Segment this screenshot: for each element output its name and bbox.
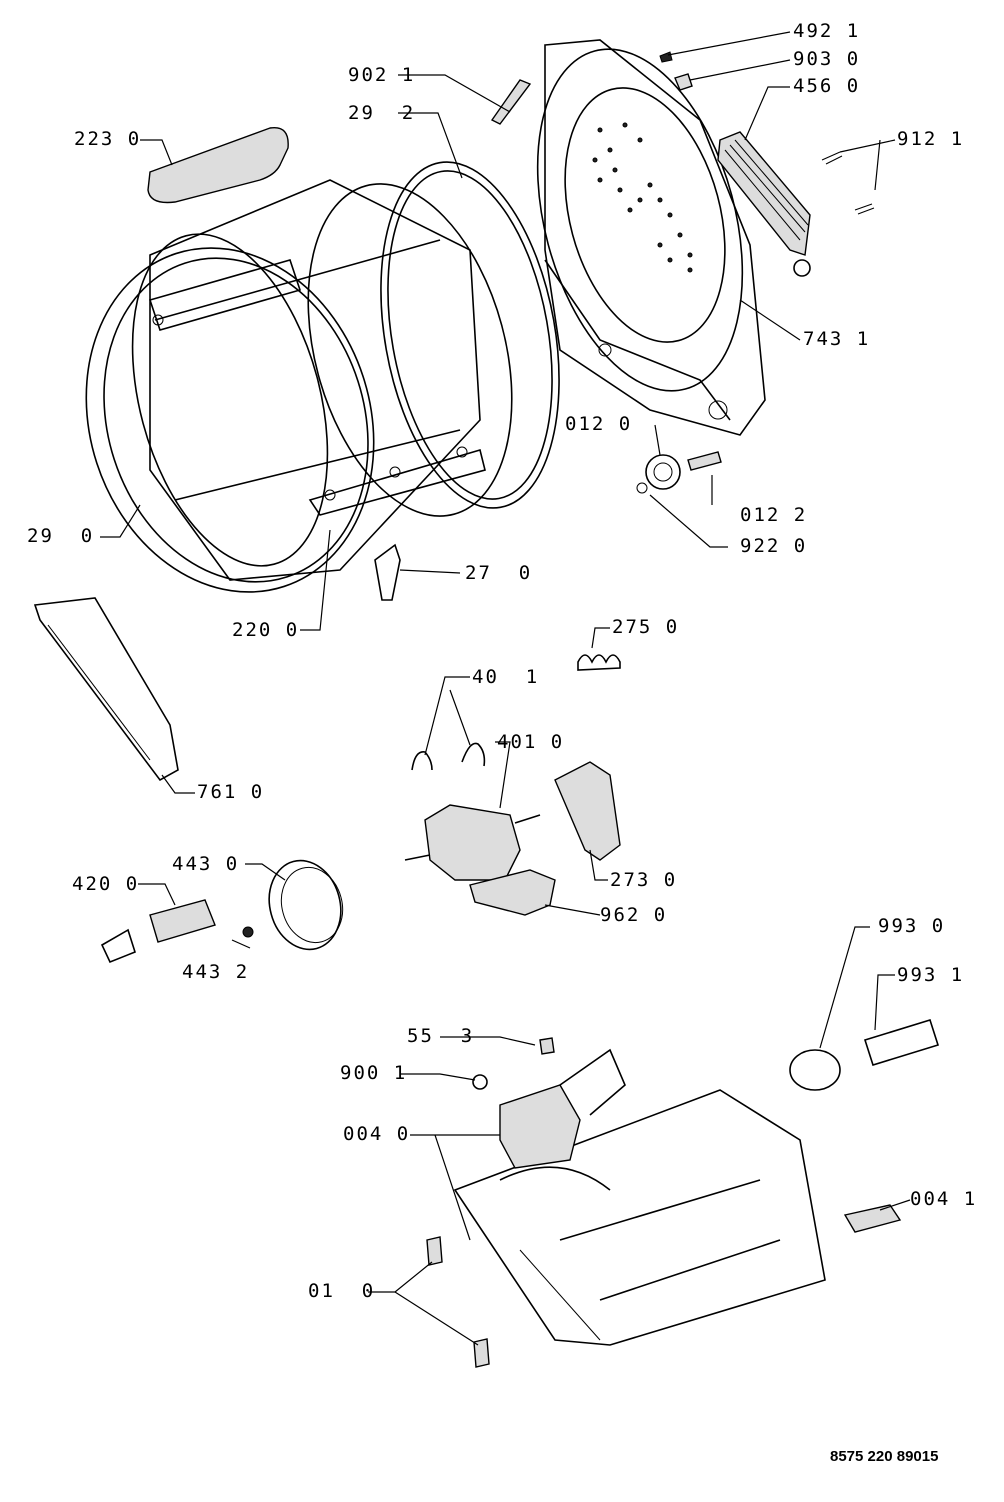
label-420-0: 420 0 <box>72 873 140 895</box>
drum-seal-ring-rear <box>380 161 560 509</box>
idler-sleeve <box>863 1019 940 1066</box>
label-912-1: 912 1 <box>897 128 965 150</box>
idler-pulley <box>789 1049 841 1091</box>
drum-shaft <box>687 451 722 471</box>
motor-clip-right <box>461 742 486 767</box>
label-443-2: 443 2 <box>182 961 250 983</box>
label-922-0: 922 0 <box>740 535 808 557</box>
screw-492-1 <box>659 51 673 63</box>
foot-lower <box>473 1338 490 1368</box>
label-743-1: 743 1 <box>803 328 871 350</box>
label-01-0: 01 0 <box>308 1280 376 1302</box>
access-cover <box>843 1204 902 1233</box>
label-443-0: 443 0 <box>172 853 240 875</box>
gasket-55-3 <box>539 1037 555 1055</box>
clip <box>636 482 648 494</box>
fan-shaft-assembly <box>100 899 216 964</box>
drum <box>131 179 513 581</box>
handle <box>147 126 289 204</box>
blower-duct <box>559 1048 626 1116</box>
idler-bracket <box>554 761 621 861</box>
label-275-0: 275 0 <box>612 616 680 638</box>
label-962-0: 962 0 <box>600 904 668 926</box>
label-012-0: 012 0 <box>565 413 633 435</box>
label-220-0: 220 0 <box>232 619 300 641</box>
label-55-3: 55 3 <box>407 1025 475 1047</box>
label-903-0: 903 0 <box>793 48 861 70</box>
label-29-0: 29 0 <box>27 525 95 547</box>
connector-903-0 <box>674 73 693 91</box>
label-004-0: 004 0 <box>343 1123 411 1145</box>
blower-housing <box>499 1084 581 1169</box>
label-993-0: 993 0 <box>878 915 946 937</box>
heating-element <box>717 131 811 277</box>
rear-panel <box>536 39 766 436</box>
base-assembly <box>453 1089 826 1346</box>
drum-seal-ring-front <box>85 247 375 593</box>
lint-filter <box>33 597 179 782</box>
label-27-0: 27 0 <box>465 562 533 584</box>
thermostat-902-1 <box>490 79 532 125</box>
label-40-1: 40 1 <box>472 666 540 688</box>
foot-upper <box>426 1236 443 1266</box>
screw-912-1b <box>854 203 875 215</box>
motor-clip-left <box>411 751 433 771</box>
label-456-0: 456 0 <box>793 75 861 97</box>
label-273-0: 273 0 <box>610 869 678 891</box>
fan-impeller <box>268 859 344 951</box>
hose-clip <box>472 1074 488 1090</box>
screw-912-1a <box>821 151 843 165</box>
label-004-1: 004 1 <box>910 1188 978 1210</box>
motor-support <box>469 869 556 916</box>
label-900-1: 900 1 <box>340 1062 408 1084</box>
label-012-2: 012 2 <box>740 504 808 526</box>
label-401-0: 401 0 <box>497 731 565 753</box>
label-761-0: 761 0 <box>197 781 265 803</box>
drum-bracket <box>374 543 401 601</box>
bearing <box>645 454 681 490</box>
fan-nut <box>242 926 254 938</box>
label-223-0: 223 0 <box>74 128 142 150</box>
leader-lines <box>100 31 911 1346</box>
label-902-1: 902 1 <box>348 64 416 86</box>
motor <box>404 804 541 881</box>
label-492-1: 492 1 <box>793 20 861 42</box>
tension-spring <box>577 654 621 671</box>
label-29-2: 29 2 <box>348 102 416 124</box>
document-code: 8575 220 89015 <box>830 1448 939 1465</box>
label-993-1: 993 1 <box>897 964 965 986</box>
